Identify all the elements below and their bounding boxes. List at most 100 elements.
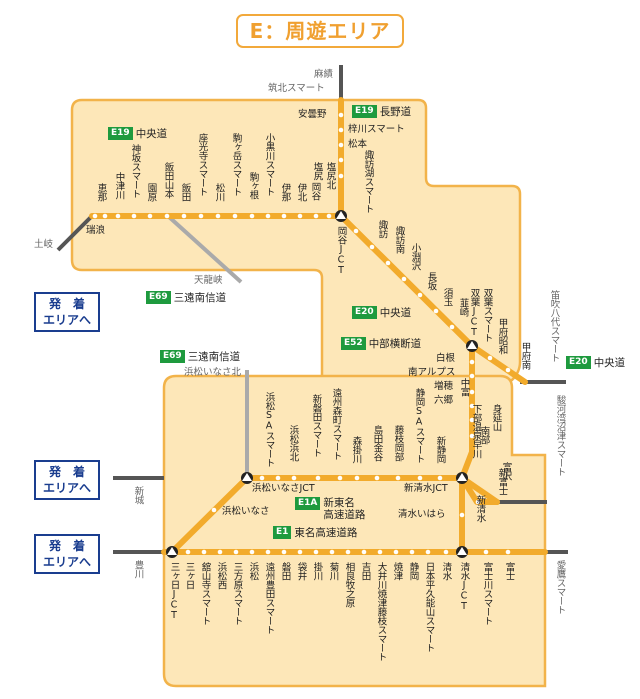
badge-code: E1 [273,526,292,539]
jct-okaya-icon [335,210,347,222]
station-yaizu: 焼津 [391,562,403,580]
station-sagara-makinohara: 相良牧之原 [343,562,355,607]
station-shin-iwata-smart: 新磐田スマート [310,394,322,457]
station-shizuoka-sa-smart: 静岡SAスマート [413,388,425,463]
station-mikkabi: 三ヶ日 [183,562,195,589]
station-fujikawa-smart: 富士川スマート [481,562,493,625]
station-shimizu-ihara: 清水いはら [398,509,446,520]
ext-label-numazu: 駿河湾沼津スマート [554,395,566,476]
station-iwata: 磐田 [279,562,291,580]
station-okaya: 岡谷 [309,182,321,200]
ext-label-toyokawa: 豊川 [132,560,144,578]
station-suwa-minami: 諏訪南 [393,226,405,253]
station-zakoji-smart: 座光寺スマート [196,133,208,196]
badge-name: 中央道 [379,307,412,319]
jct-label-mikkabi: 三ヶ日JCT [168,562,180,621]
station-suwa: 諏訪 [376,220,388,238]
station-koguro-smart: 小黒川スマート [263,133,275,196]
badge-name: 中部横断道 [368,338,422,350]
station-minobusan: 身延山 [490,404,502,431]
badge-code: E69 [146,291,171,304]
station-fukuroi: 袋井 [295,562,307,580]
station-mori-kakegawa: 森掛川 [350,436,362,463]
station-shiojiri: 塩尻 [311,162,323,180]
ext-box-line1: 発 着 [48,539,85,553]
station-rokugo: 六郷 [434,395,454,406]
station-sonohara: 園原 [145,183,157,201]
station-ihoku: 伊北 [295,183,307,201]
station-iida-yamamoto: 飯田山本 [162,162,174,198]
station-kofu-minami: 甲府南 [519,342,531,369]
station-ina: 伊那 [279,183,291,201]
station-hamamatsu-nishi: 浜松西 [215,562,227,589]
ext-label-shinshiro: 新城 [132,486,144,504]
ext-box-line1: 発 着 [48,297,85,311]
station-shimobe-onsen-hayakawa: 下部温泉早川 [470,404,482,458]
station-azumino: 安曇野 [298,109,327,120]
station-shirane: 白根 [436,353,456,364]
station-mizunami: 瑞浪 [86,225,106,236]
badge-code: E1A [295,497,321,510]
station-sutama: 須玉 [441,288,453,306]
station-hamamatsu-hamakita: 浜松浜北 [287,425,299,461]
station-enshu-morimachi-smart: 遠州森町スマート [330,388,342,460]
jct-shinshimizu-icon [456,472,468,484]
station-tomizawa: 富沢 [500,462,512,480]
station-kobuchizawa: 小淵沢 [409,243,421,270]
station-shiojiri-kita: 塩尻北 [324,162,336,189]
ext-label-toki: 土岐 [34,239,54,250]
badge-code: E19 [108,127,133,140]
station-matsukawa: 松川 [213,183,225,201]
badge-name: 長野道 [379,106,412,118]
station-hamamatsu-inasa: 浜松いなさ [222,506,270,517]
external-roads [56,65,568,554]
jct-label-shimizu: 清水JCT [458,562,470,612]
station-nirasaki: 韮崎 [457,298,469,316]
sanen-north [166,214,243,284]
badge-code: E20 [352,306,377,319]
ext-label-tenryukyo: 天龍峡 [194,275,223,286]
station-shinshimizu: 新清水 [474,495,486,522]
jct-label-shinshimizu: 新清水JCT [404,483,448,494]
station-nihondaira-kunozan-smart: 日本平久能山スマート [423,562,435,652]
station-minami-alps: 南アルプス [408,367,456,378]
external-area-button-middle[interactable]: 発 着 エリアへ [34,460,100,500]
badge-code: E52 [341,337,366,350]
station-shin-fuji: 新富士 [496,468,508,495]
external-area-button-south[interactable]: 発 着 エリアへ [34,534,100,574]
map-title: E：周遊エリア [236,14,404,48]
badge-code: E20 [566,356,591,369]
ext-box-line2: エリアへ [42,555,91,569]
badge-name: 中央道 [593,357,626,369]
ext-label-hamamatsu-inasa-kita: 浜松いなさ北 [184,367,242,378]
station-ena: 恵那 [95,183,107,201]
road-to-toki [56,214,94,252]
area-south [162,374,547,688]
badge-name: 中央道 [135,128,168,140]
external-area-button-north[interactable]: 発 着 エリアへ [34,292,100,332]
station-dots [92,112,511,555]
badge-name: 三遠南信道 [187,351,241,363]
station-komagane: 駒ヶ根 [247,172,259,199]
ext-label-omi: 麻績 [314,69,334,80]
station-azusagawa-smart: 梓川スマート [348,124,405,135]
station-matsumoto: 松本 [348,139,368,150]
station-shimizu: 清水 [440,562,452,580]
station-shin-shizuoka: 新静岡 [434,436,446,463]
route-shintomei [169,475,500,555]
station-nanbu: 南部 [478,426,490,444]
jct-label-hamamatsu-inasa: 浜松いなさJCT [252,483,315,494]
ext-label-chikuhoku: 筑北スマート [268,83,325,94]
station-yoshida: 吉田 [359,562,371,580]
station-nagasaka: 長坂 [425,272,437,290]
ext-label-fuefuki: 笛吹八代スマート [548,290,560,362]
station-nakatsugawa: 中津川 [113,172,125,199]
